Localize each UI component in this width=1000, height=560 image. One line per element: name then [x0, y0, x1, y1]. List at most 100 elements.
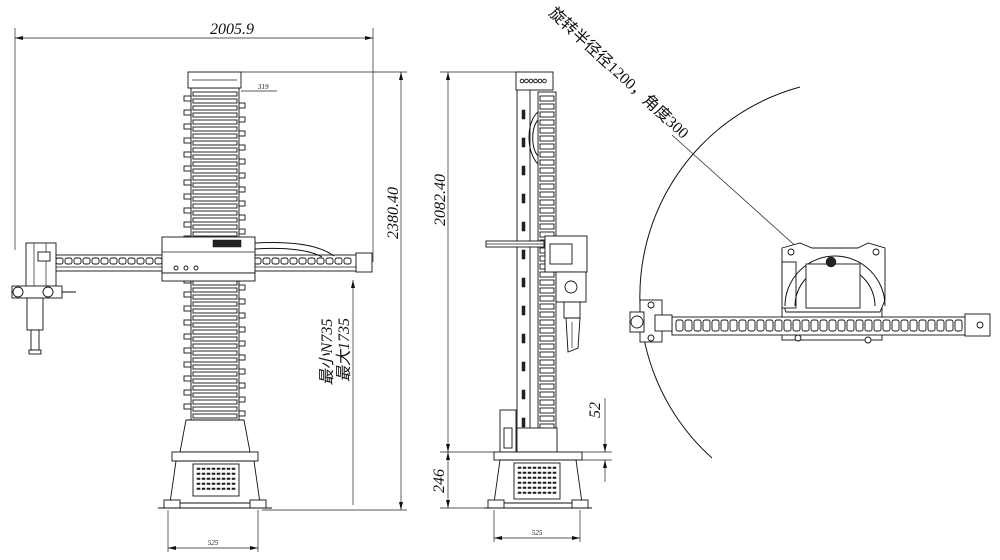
grille-slot: [537, 466, 542, 469]
chain-link: [539, 135, 555, 142]
chain-tab: [183, 151, 192, 158]
grille-slot: [231, 467, 236, 470]
chain-link: [192, 287, 238, 293]
chain-link: [539, 119, 555, 126]
column-foot: [516, 427, 558, 453]
grille-slot: [522, 476, 527, 479]
chain-link: [539, 207, 555, 214]
chain-link: [539, 215, 555, 222]
chain-tab: [238, 354, 246, 361]
chain-link: [343, 257, 352, 265]
foot-right: [571, 499, 589, 509]
cap-hole: [542, 78, 547, 84]
chain-loop-lower: [254, 247, 323, 258]
chain-link: [192, 161, 238, 167]
grille-slot: [532, 491, 537, 494]
grille-slot: [231, 487, 236, 490]
chain-link: [873, 319, 882, 332]
tool-bolt: [647, 301, 655, 309]
grille-slot: [211, 482, 216, 485]
chain-link: [325, 257, 334, 265]
chain-link: [539, 407, 555, 414]
chain-link: [192, 119, 238, 125]
chain-link: [539, 359, 555, 366]
rail-mark: [521, 109, 526, 120]
grille-slot: [532, 476, 537, 479]
grille-slot: [522, 486, 527, 489]
chain-link: [819, 319, 828, 332]
chain-link: [192, 105, 238, 111]
chain-link: [539, 351, 555, 358]
grille-slot: [537, 481, 542, 484]
grille-slot: [206, 472, 211, 475]
grille-slot: [537, 471, 542, 474]
rotation-note: 旋转半径径1200，角度300: [545, 4, 692, 143]
base-plate: [493, 451, 583, 461]
grille-slot: [532, 486, 537, 489]
chain-link: [792, 319, 801, 332]
chain-link: [192, 301, 238, 307]
chain-link: [55, 257, 64, 265]
chain-link: [109, 257, 118, 265]
chain-link: [539, 415, 555, 422]
grille-slot: [542, 486, 547, 489]
grille-slot: [517, 466, 522, 469]
chain-tab: [238, 396, 246, 403]
grille-slot: [211, 467, 216, 470]
rail-mark: [521, 249, 526, 260]
chain-tab: [183, 109, 192, 116]
chain-link: [192, 378, 238, 384]
chain-link: [783, 319, 792, 332]
chain-link: [334, 257, 343, 265]
chain-link: [539, 151, 555, 158]
chain-tab: [238, 172, 246, 179]
side-arm: [485, 240, 545, 248]
grille-slot: [527, 476, 532, 479]
rail-mark: [521, 277, 526, 288]
chain-tab: [183, 165, 192, 172]
turntable-pivot: [825, 256, 837, 268]
grille-slot: [221, 482, 226, 485]
chain-tab: [238, 144, 246, 151]
gap-dimension: 52: [582, 398, 612, 482]
rail-mark: [521, 137, 526, 148]
chain-link: [192, 413, 238, 419]
rotation-radius-arc: [639, 86, 801, 459]
chain-link: [192, 350, 238, 356]
chain-link: [192, 203, 238, 209]
vent-grille: [196, 467, 236, 490]
side-base-width-label: 525: [532, 529, 543, 537]
chain-link: [909, 319, 918, 332]
arm-end-cap: [355, 252, 373, 273]
base-plate: [171, 451, 259, 462]
chain-bend: [528, 111, 539, 165]
grille-slot: [517, 486, 522, 489]
chain-side-tabs: [183, 95, 246, 417]
chain-link: [100, 257, 109, 265]
chain-link: [539, 175, 555, 182]
chain-tab: [238, 186, 246, 193]
grille-slot: [201, 477, 206, 480]
cap-hole: [524, 78, 529, 84]
grille-slot: [527, 466, 532, 469]
chain-link: [954, 319, 963, 332]
vent-grille: [517, 466, 557, 494]
chain-link: [192, 168, 238, 174]
column-pedestal: [179, 419, 251, 453]
cap-hole: [528, 78, 534, 84]
chain-tab: [183, 347, 192, 354]
chain-link: [846, 319, 855, 332]
chain-link: [192, 392, 238, 398]
grille-slot: [231, 477, 236, 480]
grille-slot: [216, 467, 221, 470]
side-base-width-dimension: 525: [493, 510, 581, 542]
chain-link: [307, 257, 316, 265]
welding-tool: [11, 242, 76, 355]
chain-tab: [183, 361, 192, 368]
chain-link: [918, 319, 927, 332]
carriage-nameplate: [212, 239, 242, 248]
foot-left: [487, 499, 505, 509]
chain-link: [192, 147, 238, 153]
arm-end-bolt: [976, 321, 984, 329]
